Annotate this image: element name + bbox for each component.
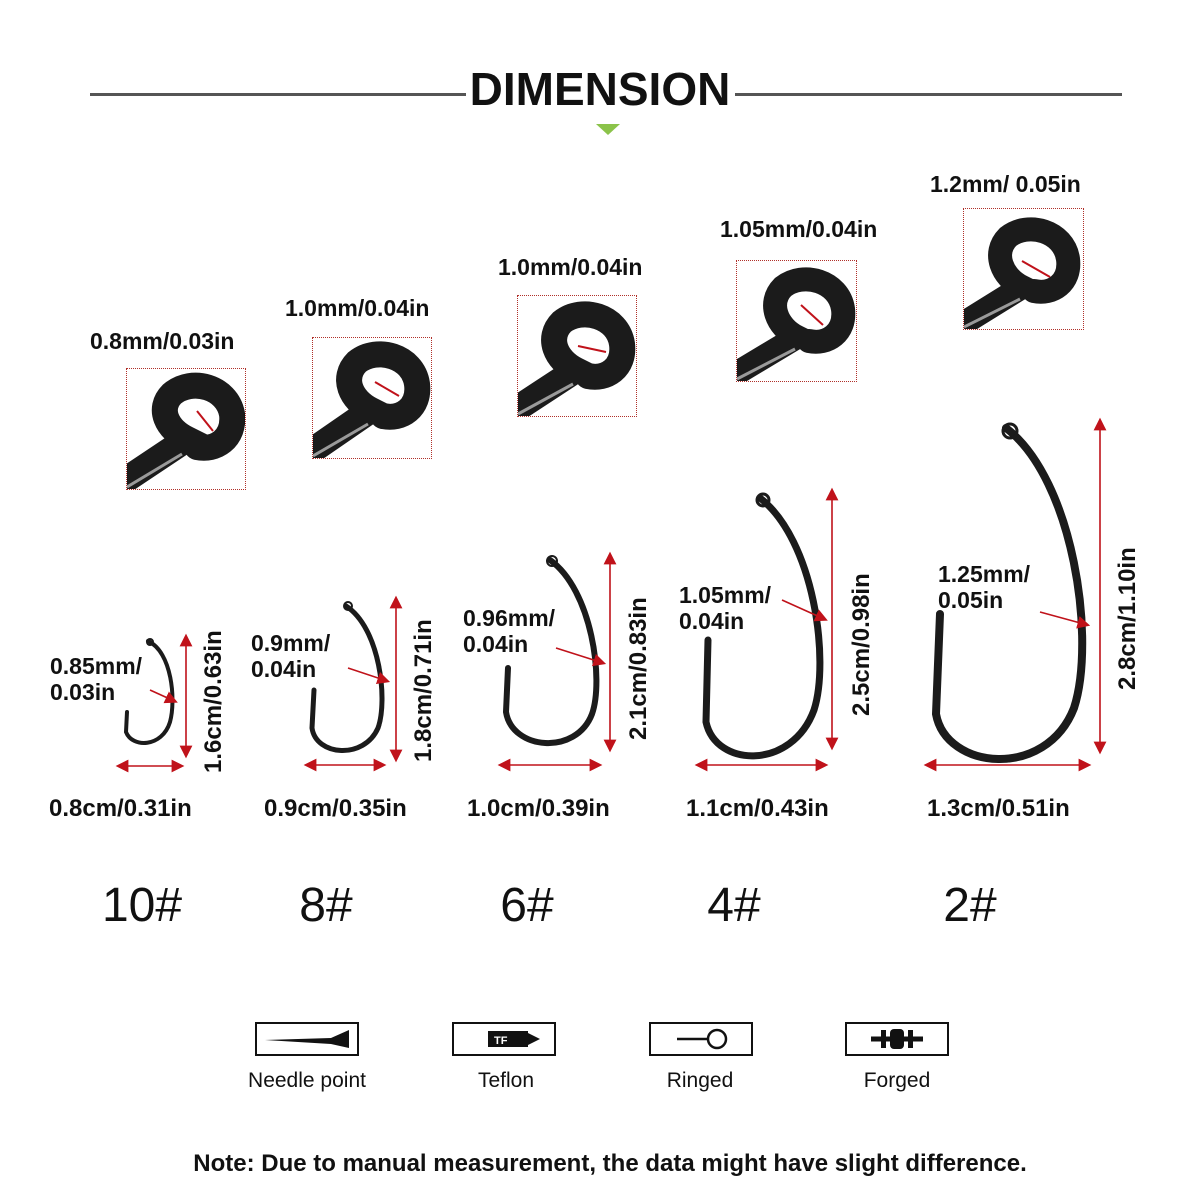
- hook-10: [123, 639, 175, 745]
- measurement-note: Note: Due to manual measurement, the dat…: [193, 1150, 1027, 1177]
- eye-size-label-10: 0.8mm/0.03in: [90, 328, 235, 354]
- feature-label-teflon: Teflon: [477, 1069, 535, 1092]
- title-rule-right: [735, 93, 1122, 96]
- width-label-10: 0.8cm/0.31in: [49, 795, 192, 822]
- page-title: DIMENSION: [0, 62, 1200, 116]
- hook-6: [502, 557, 600, 747]
- width-label-4: 1.1cm/0.43in: [686, 795, 829, 822]
- thickness-label-6: 0.96mm/0.04in: [463, 605, 556, 657]
- teflon-icon: TF: [452, 1022, 556, 1056]
- length-label-4: 2.5cm/0.98in: [848, 573, 875, 716]
- hook-size-8: 8#: [299, 879, 353, 932]
- thickness-label-2: 1.25mm/0.05in: [938, 561, 1031, 613]
- feature-label-needle-point: Needle point: [248, 1069, 366, 1092]
- length-label-6: 2.1cm/0.83in: [625, 597, 652, 740]
- eye-closeup-6: [517, 295, 637, 417]
- eye-size-label-4: 1.05mm/0.04in: [720, 216, 878, 242]
- width-label-8: 0.9cm/0.35in: [264, 795, 407, 822]
- thickness-label-4: 1.05mm/0.04in: [679, 582, 772, 634]
- down-arrow-icon: [596, 124, 620, 135]
- eye-size-label-2: 1.2mm/ 0.05in: [930, 171, 1081, 197]
- length-label-8: 1.8cm/0.71in: [410, 619, 437, 762]
- hook-2: [931, 424, 1087, 763]
- eye-closeup-4: [736, 260, 857, 382]
- thickness-label-10: 0.85mm/0.03in: [50, 653, 143, 705]
- hook-4: [702, 494, 824, 760]
- eye-size-label-8: 1.0mm/0.04in: [285, 295, 430, 321]
- hook-size-2: 2#: [943, 879, 997, 932]
- thickness-label-8: 0.9mm/0.04in: [251, 630, 331, 682]
- forged-icon: [845, 1022, 949, 1056]
- hook-size-6: 6#: [500, 879, 554, 932]
- length-label-10: 1.6cm/0.63in: [200, 630, 227, 773]
- eye-closeup-10: [126, 368, 246, 490]
- eye-size-label-6: 1.0mm/0.04in: [498, 254, 643, 280]
- width-label-6: 1.0cm/0.39in: [467, 795, 610, 822]
- hook-8: [309, 603, 385, 753]
- eye-closeup-8: [312, 337, 432, 459]
- needle-point-icon: [255, 1022, 359, 1056]
- ringed-icon: [649, 1022, 753, 1056]
- feature-label-forged: Forged: [863, 1069, 931, 1092]
- svg-text:TF: TF: [494, 1035, 508, 1047]
- hook-size-10: 10#: [101, 879, 183, 932]
- hook-size-4: 4#: [707, 879, 761, 932]
- width-label-2: 1.3cm/0.51in: [927, 795, 1070, 822]
- length-label-2: 2.8cm/1.10in: [1114, 547, 1141, 690]
- eye-closeup-2: [963, 208, 1084, 330]
- feature-label-ringed: Ringed: [666, 1069, 734, 1092]
- title-rule-left: [90, 93, 490, 96]
